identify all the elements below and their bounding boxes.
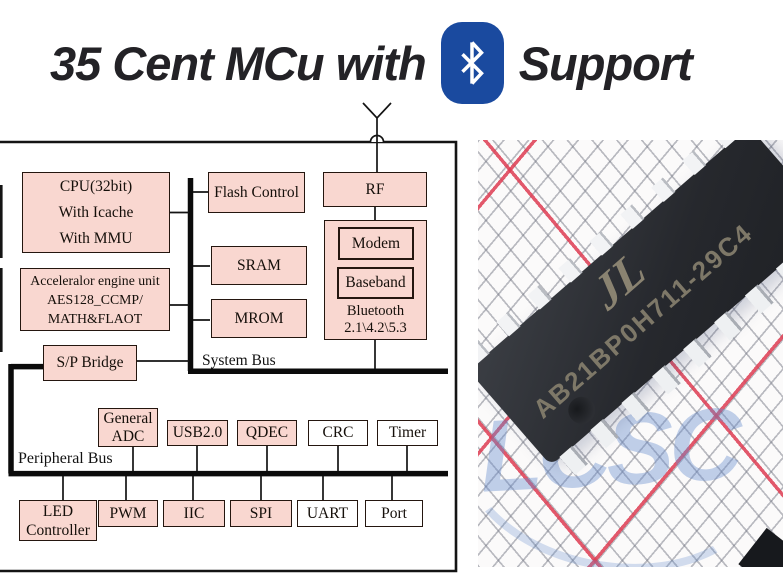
block-modem-label: Modem — [351, 234, 401, 252]
block-accelerator-line3: MATH&FLAOT — [47, 311, 143, 326]
bluetooth-version-line2: 2.1\4.2\5.3 — [344, 320, 407, 336]
block-uart: UART — [297, 500, 358, 527]
block-baseband: Baseband — [337, 267, 414, 299]
block-rf-label: RF — [365, 180, 385, 198]
block-accelerator-line2: AES128_CCMP/ — [47, 292, 143, 307]
page-title: 35 Cent MCu with Support — [50, 22, 693, 104]
block-crc-label: CRC — [322, 424, 354, 441]
antenna-hop-arc — [369, 134, 385, 143]
block-iic-label: IIC — [183, 504, 205, 522]
block-bluetooth-subsystem: Modem Baseband Bluetooth 2.1\4.2\5.3 — [324, 220, 427, 340]
title-suffix: Support — [518, 36, 693, 90]
peripheral-bus-label: Peripheral Bus — [18, 450, 113, 467]
block-mrom: MROM — [211, 299, 307, 338]
title-prefix: 35 Cent MCu with — [50, 36, 427, 90]
block-spi: SPI — [230, 500, 292, 527]
block-cpu: CPU(32bit) With Icache With MMU — [22, 172, 170, 253]
block-crc: CRC — [308, 420, 368, 446]
block-modem: Modem — [338, 227, 414, 260]
bluetooth-rune-icon — [461, 41, 485, 85]
block-rf: RF — [323, 172, 427, 207]
block-flash-label: Flash Control — [214, 183, 299, 201]
second-chip-corner — [738, 527, 783, 567]
block-timer: Timer — [377, 420, 438, 446]
bluetooth-version-line1: Bluetooth — [346, 303, 405, 319]
block-accelerator-line1: Acceleralor engine unit — [30, 273, 160, 288]
block-pwm-label: PWM — [109, 504, 147, 522]
block-led-line2: Controller — [26, 521, 90, 539]
block-timer-label: Timer — [388, 424, 427, 441]
block-pwm: PWM — [98, 500, 158, 527]
block-cpu-line3: With MMU — [59, 229, 133, 247]
block-baseband-label: Baseband — [345, 274, 406, 291]
bluetooth-logo-icon — [440, 22, 504, 104]
block-spi-label: SPI — [249, 504, 273, 522]
block-led-controller: LED Controller — [19, 500, 97, 541]
block-usb: USB2.0 — [167, 420, 228, 446]
block-sp-bridge-label: S/P Bridge — [56, 354, 124, 371]
block-accelerator: Acceleralor engine unit AES128_CCMP/ MAT… — [20, 268, 170, 331]
antenna-icon — [362, 102, 392, 172]
system-bus-label: System Bus — [202, 352, 276, 369]
block-sram-label: SRAM — [237, 256, 281, 274]
block-iic: IIC — [163, 500, 225, 527]
block-adc-line2: ADC — [111, 427, 145, 445]
block-cpu-line2: With Icache — [58, 203, 134, 221]
block-uart-label: UART — [306, 504, 349, 522]
block-sp-bridge: S/P Bridge — [43, 345, 137, 381]
block-led-line1: LED — [42, 502, 74, 520]
block-mrom-label: MROM — [234, 309, 284, 327]
block-cpu-line1: CPU(32bit) — [59, 177, 133, 195]
block-sram: SRAM — [211, 246, 307, 285]
block-flash-control: Flash Control — [208, 172, 305, 213]
block-qdec: QDEC — [237, 420, 297, 446]
block-general-adc: General ADC — [98, 408, 158, 447]
block-adc-line1: General — [103, 409, 153, 427]
block-bluetooth-version: Bluetooth 2.1\4.2\5.3 — [325, 303, 426, 337]
block-port: Port — [365, 500, 423, 527]
block-qdec-label: QDEC — [245, 424, 289, 441]
chip-photo: LCSC JL AB21BP0H711-29C4 — [478, 140, 783, 567]
block-usb-label: USB2.0 — [172, 424, 223, 441]
block-port-label: Port — [381, 504, 407, 522]
